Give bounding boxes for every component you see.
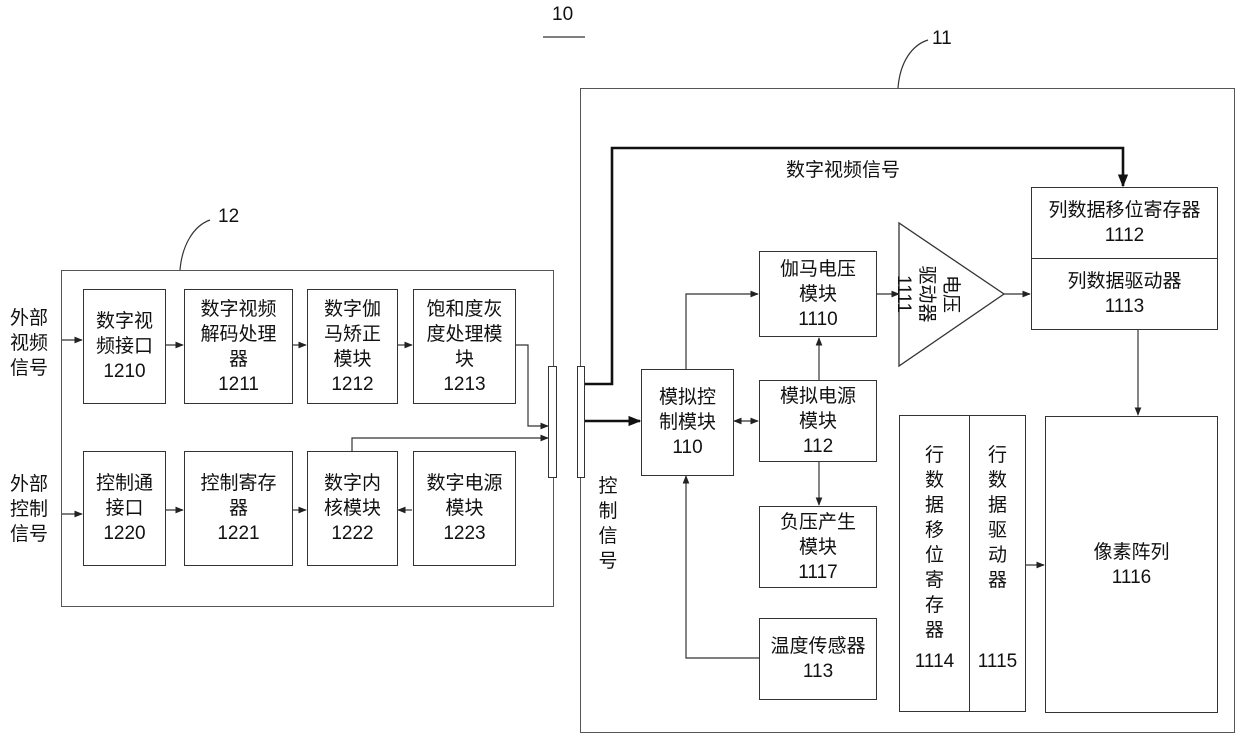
voltage-driver-label: 电压驱动器1111 <box>888 249 966 339</box>
ref-12-leader <box>180 220 210 270</box>
temperature-sensor-label: 温度传感器113 <box>759 618 877 700</box>
row-data-driver-label: 行数据驱动器 1115 <box>969 443 1026 674</box>
analog-control-label: 模拟控制模块110 <box>641 369 734 476</box>
gamma-correction-label: 数字伽马矫正模块1212 <box>307 289 398 404</box>
analog-power-label: 模拟电源模块112 <box>759 380 877 462</box>
digital-video-interface-label: 数字视频接口1210 <box>83 289 166 404</box>
external-video-signal-label: 外部视频信号 <box>0 304 58 382</box>
ref-10: 10 <box>552 4 573 26</box>
saturation-gray-label: 饱和度灰度处理模块1213 <box>413 289 516 404</box>
negative-voltage-label: 负压产生模块1117 <box>759 506 877 588</box>
control-register-label: 控制寄存器1221 <box>184 451 293 566</box>
video-decoder-label: 数字视频解码处理器1211 <box>184 289 293 404</box>
control-signal-label: 控制信号 <box>596 474 620 574</box>
digital-core-label: 数字内核模块1222 <box>307 451 398 566</box>
column-data-driver-label: 列数据驱动器1113 <box>1031 258 1218 330</box>
digital-power-label: 数字电源模块1223 <box>413 451 516 566</box>
ref-12: 12 <box>218 206 239 228</box>
row-shift-register-label: 行数据移位寄存器 1114 <box>899 443 970 674</box>
control-interface-label: 控制通接口1220 <box>83 451 166 566</box>
digital-video-signal-label: 数字视频信号 <box>786 155 900 182</box>
gamma-voltage-label: 伽马电压模块1110 <box>759 251 877 337</box>
external-control-signal-label: 外部控制信号 <box>0 470 58 548</box>
interface-bus-divider <box>556 366 578 478</box>
column-shift-register-label: 列数据移位寄存器1112 <box>1031 187 1218 259</box>
ref-11: 11 <box>932 28 952 50</box>
ref-11-leader <box>898 40 928 88</box>
pixel-array-label: 像素阵列1116 <box>1045 416 1218 713</box>
